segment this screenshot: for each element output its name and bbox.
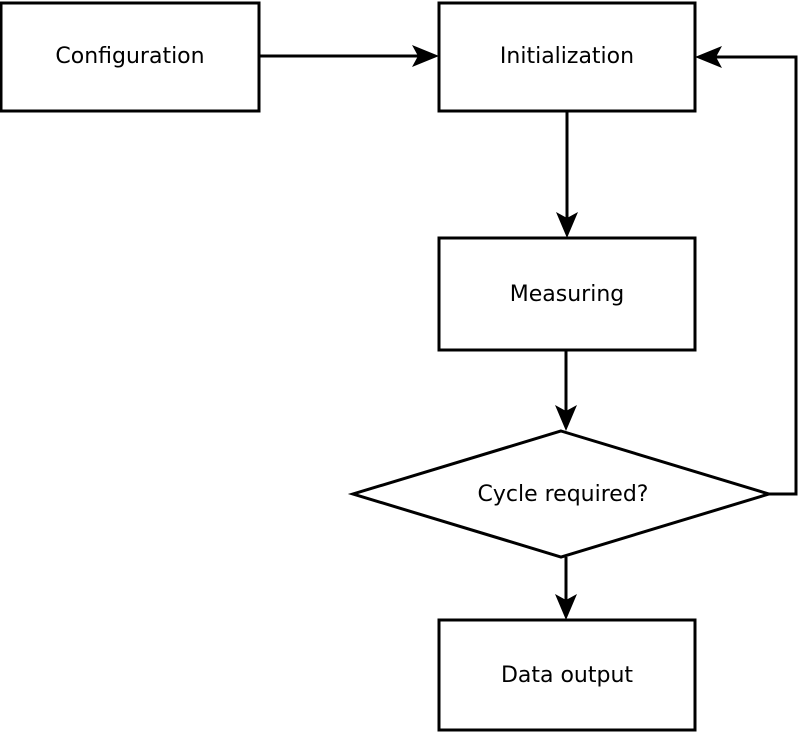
- arrow-head-down-measuring: [556, 212, 578, 238]
- arrow-head-left-initialization: [695, 46, 722, 68]
- arrow-head-down-data-output: [555, 594, 577, 620]
- edge-configuration-to-initialization: [259, 45, 439, 67]
- edge-measuring-to-cycle-required: [555, 350, 577, 431]
- edge-line-feedback-loop: [716, 55, 798, 496]
- node-configuration-shape[interactable]: [0, 1, 261, 113]
- node-data-output-label: Data output: [501, 663, 633, 688]
- node-configuration-label: Configuration: [55, 44, 204, 69]
- node-cycle-required-shape[interactable]: [347, 429, 775, 559]
- edge-cycle-required-to-data-output: [555, 557, 577, 620]
- node-cycle-required-label: Cycle required?: [478, 482, 649, 507]
- node-measuring-label: Measuring: [510, 282, 624, 307]
- node-measuring-shape[interactable]: [437, 236, 697, 352]
- node-cycle-required[interactable]: Cycle required?: [347, 429, 775, 559]
- node-initialization-label: Initialization: [500, 44, 634, 69]
- node-measuring[interactable]: Measuring: [437, 236, 697, 352]
- edge-initialization-to-measuring: [556, 111, 578, 238]
- node-configuration[interactable]: Configuration: [0, 1, 261, 113]
- node-initialization[interactable]: Initialization: [437, 1, 697, 113]
- edge-cycle-required-to-initialization-feedback: [695, 46, 798, 496]
- node-initialization-shape[interactable]: [437, 1, 697, 113]
- arrow-head-down-cycle: [555, 405, 577, 431]
- arrow-head-right-initialization: [412, 45, 439, 67]
- node-data-output-shape[interactable]: [437, 618, 697, 732]
- node-data-output[interactable]: Data output: [437, 618, 697, 732]
